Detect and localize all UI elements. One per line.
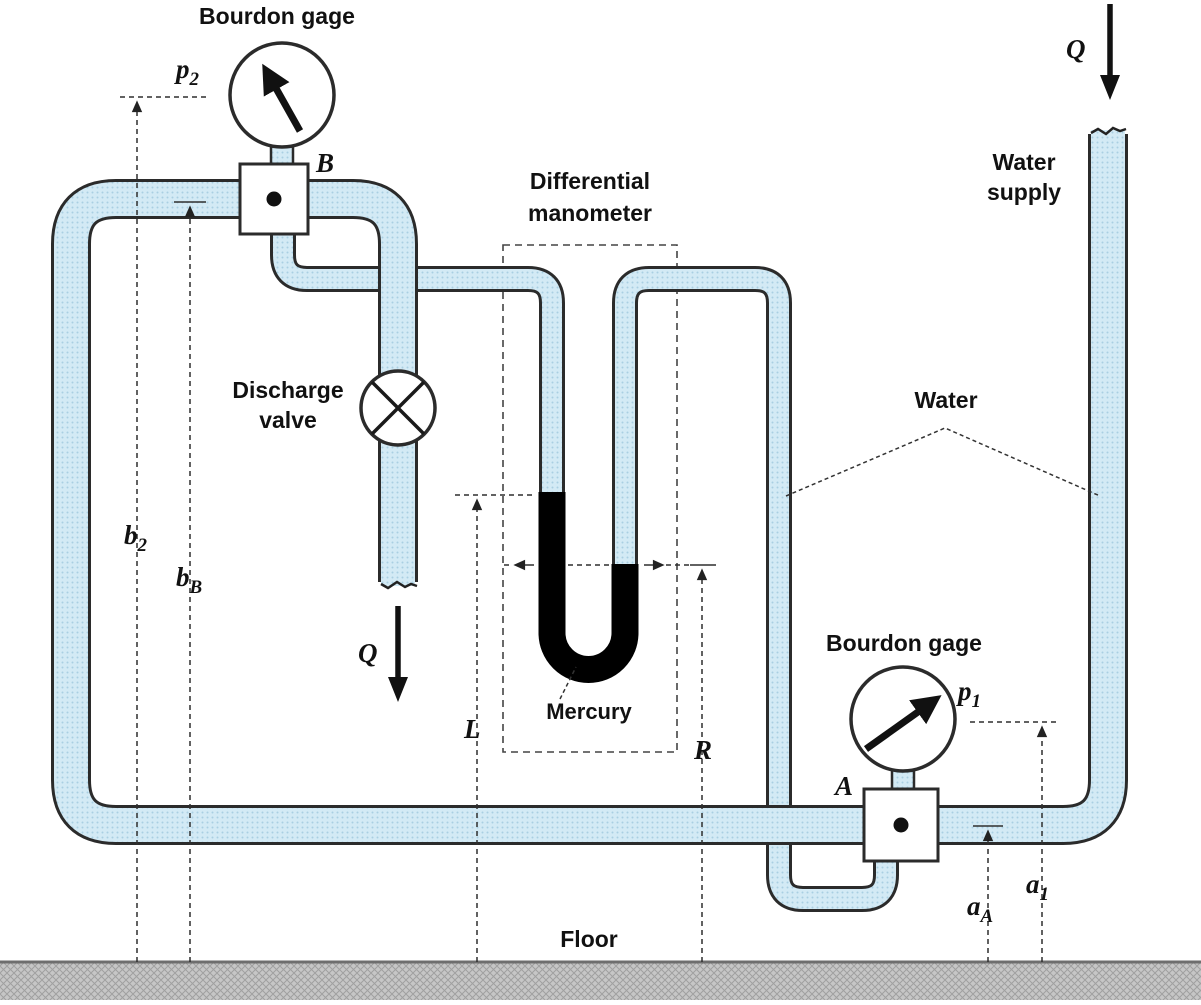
label-discharge-valve-2: valve [259,407,317,433]
label-L: L [463,714,481,744]
dimension-aA [973,825,1003,962]
floor [0,960,1201,1000]
label-water-supply-1: Water [992,149,1055,175]
discharge-valve-icon [359,369,437,447]
label-R: R [693,735,712,765]
label-water-supply-2: supply [987,179,1061,205]
mercury-leader-line [559,666,577,700]
pipe-main-loop [51,179,866,845]
dimension-lines [120,96,1058,962]
bourdon-gage-b-icon [228,41,336,149]
valve-cross [370,380,426,436]
floor-band [0,962,1201,1000]
gauge-b-needle [262,63,304,133]
label-differential-manometer-2: manometer [528,200,652,226]
dimension-a1 [970,721,1058,962]
label-water: Water [914,387,977,413]
label-q-discharge: Q [358,638,378,668]
label-bB: bB [176,562,202,598]
label-p1: p1 [956,676,981,712]
fitting-a-port-dot [893,817,909,833]
pipe-water-supply [936,126,1128,845]
water-leader-line [785,427,1101,497]
dimension-R [504,559,716,962]
fitting-b-port-dot [266,191,282,207]
label-discharge-valve-1: Discharge [232,377,343,403]
pipe-manometer-right-branch [612,266,899,912]
label-aA: aA [967,891,993,927]
label-a1: a1 [1026,869,1049,905]
label-floor: Floor [560,926,618,952]
dimension-bB [174,201,206,962]
bourdon-gage-a-icon [849,665,957,773]
dimension-L [455,494,532,962]
label-bourdon-gage-a: Bourdon gage [826,630,982,656]
label-bourdon-gage-b: Bourdon gage [199,3,355,29]
manometer-boundary-box [502,244,678,753]
supply-pipe-open-end [1090,126,1127,136]
fitting-b [238,162,310,236]
label-mercury: Mercury [546,699,632,724]
label-b2: b2 [124,520,148,556]
label-point-b: B [315,148,334,178]
label-p2: p2 [174,54,200,90]
discharge-pipe-open-end [380,580,418,590]
dimension-b2 [120,96,208,962]
label-differential-manometer-1: Differential [530,168,650,194]
fitting-a [862,787,940,863]
mercury-column [538,492,639,683]
label-point-a: A [833,771,853,801]
label-q-supply: Q [1066,34,1086,64]
pipe-discharge [306,179,418,590]
gauge-a-needle [863,695,942,752]
